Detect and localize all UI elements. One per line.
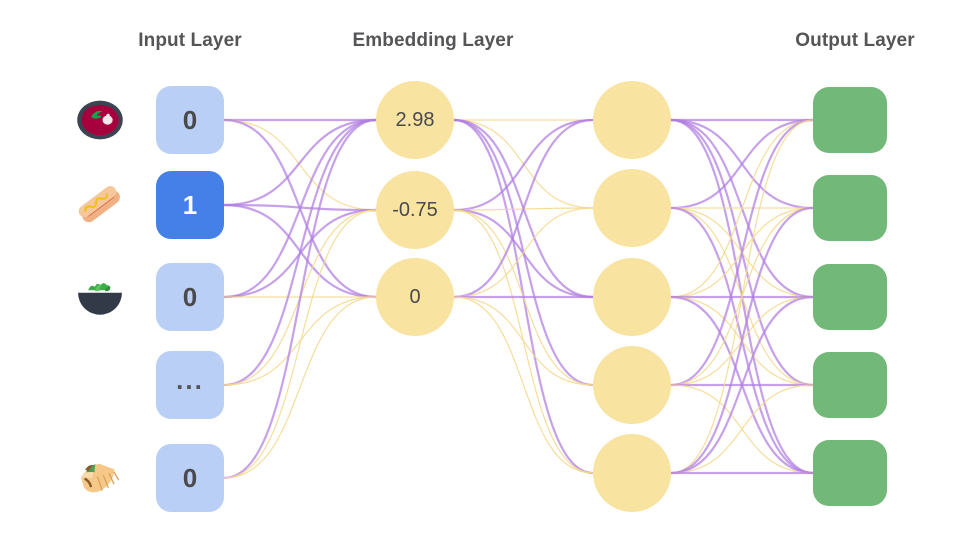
connection-edge	[670, 118, 814, 210]
connection-edge	[670, 118, 814, 387]
connection-edge	[670, 207, 814, 298]
connection-edge	[453, 209, 594, 474]
hidden-node-0[interactable]	[593, 81, 671, 159]
connection-edge	[670, 118, 814, 475]
connection-edge	[453, 207, 594, 211]
connection-edge	[670, 207, 814, 386]
connection-edge	[223, 118, 377, 207]
output-node-3[interactable]	[813, 352, 887, 418]
connection-edge	[670, 119, 814, 474]
connection-edge	[670, 296, 814, 386]
embedding-node-2[interactable]: 0	[376, 258, 454, 336]
connection-edge	[670, 119, 814, 298]
embedding-layer-title: Embedding Layer	[352, 30, 514, 51]
connection-edge	[670, 118, 814, 387]
connection-edge	[670, 207, 814, 386]
input-layer-title: Input Layer	[138, 30, 242, 51]
connection-edge	[453, 118, 594, 387]
connection-edge	[223, 119, 377, 211]
hidden-node-3[interactable]	[593, 346, 671, 424]
salad-bowl-icon	[73, 270, 127, 324]
connection-edge	[223, 203, 377, 212]
hidden-node-2[interactable]	[593, 258, 671, 336]
soup-bowl-icon	[73, 93, 127, 147]
connection-edge	[670, 206, 814, 475]
connection-edge	[223, 296, 377, 479]
connection-edge	[223, 118, 377, 387]
connection-edge	[670, 384, 814, 474]
connection-edge	[453, 118, 594, 299]
connection-edge	[453, 207, 594, 298]
connection-edge	[670, 295, 814, 475]
hidden-node-4[interactable]	[593, 434, 671, 512]
connection-edge	[453, 118, 594, 212]
connection-edge	[453, 118, 594, 299]
connection-edge	[453, 118, 594, 475]
embedding-node-1[interactable]: -0.75	[376, 171, 454, 249]
connection-edge	[453, 296, 594, 474]
connection-edge	[670, 384, 814, 474]
output-layer-title: Output Layer	[795, 30, 915, 51]
connection-edge	[453, 296, 594, 386]
output-node-1[interactable]	[813, 175, 887, 241]
connection-edge	[453, 119, 594, 209]
burrito-icon	[73, 451, 127, 505]
hotdog-icon	[73, 178, 127, 232]
input-node-0[interactable]: 0	[156, 86, 224, 154]
output-node-2[interactable]	[813, 264, 887, 330]
connection-edge	[670, 206, 814, 475]
input-node-2[interactable]: 0	[156, 263, 224, 331]
input-node-4[interactable]: 0	[156, 444, 224, 512]
connection-edge	[453, 208, 594, 299]
connection-edge	[223, 208, 377, 299]
embedding-node-0[interactable]: 2.98	[376, 81, 454, 159]
connection-edge	[223, 118, 377, 299]
connection-edge	[670, 296, 814, 386]
input-node-1[interactable]: 1	[156, 171, 224, 239]
connection-edge	[670, 207, 814, 298]
connection-edge	[223, 209, 377, 386]
connection-edge	[670, 118, 814, 210]
connection-edge	[453, 209, 594, 386]
input-node-3[interactable]: ...	[156, 351, 224, 419]
connection-edge	[223, 296, 377, 386]
output-node-4[interactable]	[813, 440, 887, 506]
connection-edge	[670, 118, 814, 299]
connection-edge	[223, 118, 377, 480]
connection-edge	[223, 209, 377, 479]
connection-edge	[223, 203, 377, 299]
hidden-node-1[interactable]	[593, 169, 671, 247]
connection-edge	[223, 118, 377, 299]
output-node-0[interactable]	[813, 87, 887, 153]
connection-edge	[670, 295, 814, 475]
